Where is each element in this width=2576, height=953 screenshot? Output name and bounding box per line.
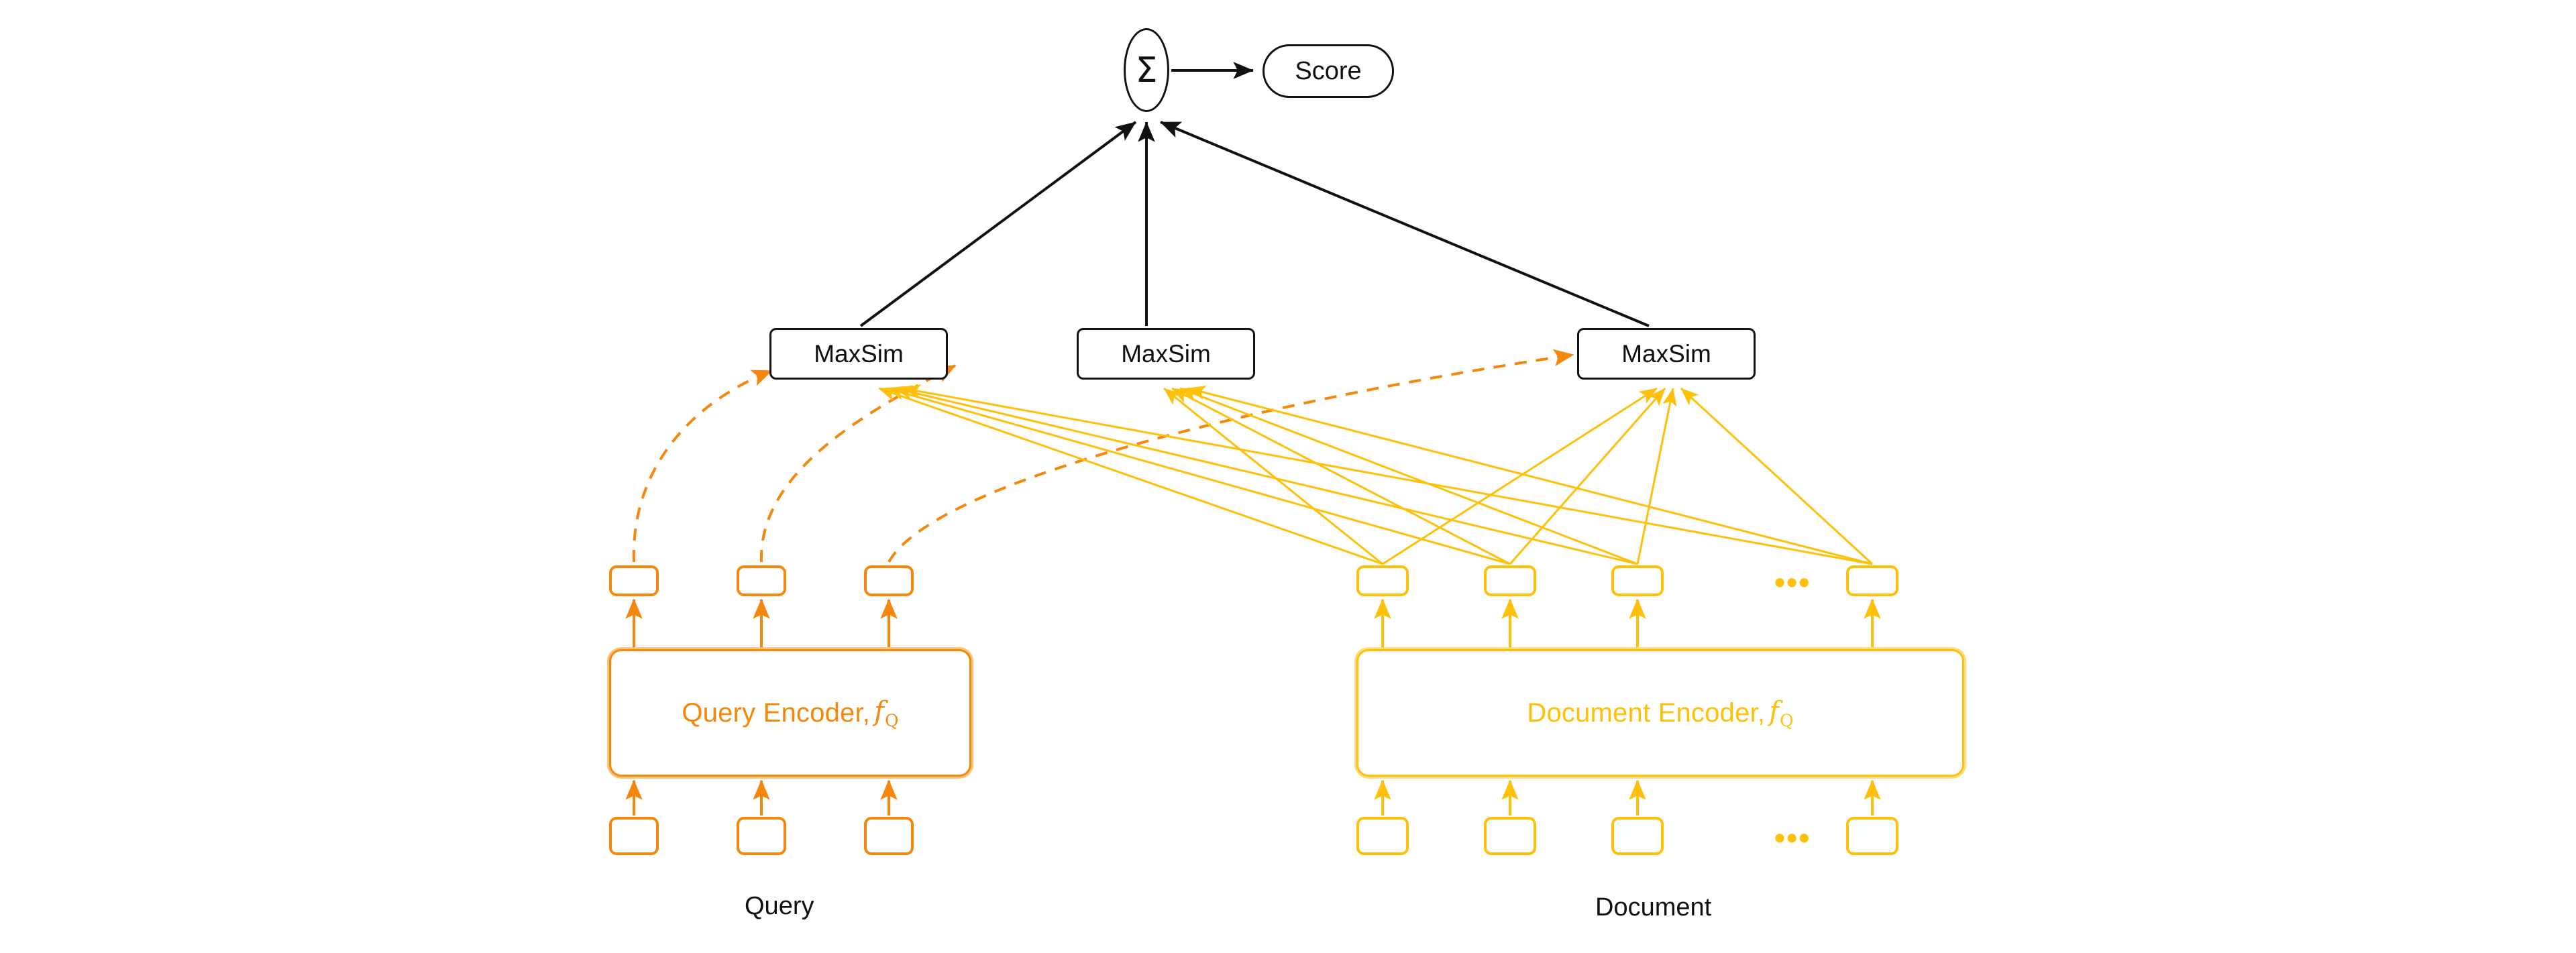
sigma-icon: Σ bbox=[1135, 50, 1158, 91]
edges-query-token-to-encoder bbox=[625, 779, 898, 816]
query-token-3 bbox=[864, 817, 914, 855]
document-token-4 bbox=[1846, 817, 1898, 855]
score-output-node: Score bbox=[1263, 44, 1394, 98]
maxsim-box-3: MaxSim bbox=[1577, 328, 1756, 380]
query-encoder-block: Query Encoder, fQ bbox=[609, 649, 971, 777]
document-token-1 bbox=[1356, 817, 1409, 855]
document-token-3 bbox=[1611, 817, 1664, 855]
edges-doc-token-to-encoder bbox=[1374, 779, 1881, 816]
query-embedding-1 bbox=[609, 565, 659, 596]
document-embedding-1 bbox=[1356, 565, 1409, 596]
maxsim-box-1: MaxSim bbox=[769, 328, 948, 380]
edges-maxsim-to-sum bbox=[859, 121, 1650, 327]
query-token-2 bbox=[737, 817, 786, 855]
sum-aggregator-node: Σ bbox=[1124, 28, 1169, 112]
edges-query-emb-to-maxsim bbox=[632, 349, 1574, 563]
query-encoder-label: Query Encoder, bbox=[682, 697, 871, 728]
document-embedding-3 bbox=[1611, 565, 1664, 596]
edges-query-encoder-to-emb bbox=[625, 598, 898, 648]
edges-doc-encoder-to-emb bbox=[1374, 598, 1881, 648]
document-encoder-label: Document Encoder, bbox=[1527, 697, 1766, 728]
document-token-ellipsis: ••• bbox=[1774, 820, 1811, 855]
document-token-2 bbox=[1484, 817, 1536, 855]
query-encoder-function-subscript: Q bbox=[885, 710, 899, 730]
query-token-1 bbox=[609, 817, 659, 855]
query-encoder-function-symbol: fQ bbox=[874, 695, 899, 730]
edges-doc-emb-to-maxsim bbox=[878, 384, 1874, 565]
query-embedding-3 bbox=[864, 565, 914, 596]
document-embedding-ellipsis: ••• bbox=[1774, 565, 1811, 600]
document-encoder-block: Document Encoder, fQ bbox=[1356, 649, 1964, 777]
document-encoder-function-symbol: fQ bbox=[1769, 695, 1794, 730]
query-caption: Query bbox=[745, 892, 814, 920]
document-encoder-function-subscript: Q bbox=[1780, 710, 1794, 730]
document-embedding-2 bbox=[1484, 565, 1536, 596]
document-caption: Document bbox=[1595, 893, 1712, 921]
query-embedding-2 bbox=[737, 565, 786, 596]
document-embedding-4 bbox=[1846, 565, 1898, 596]
maxsim-box-2: MaxSim bbox=[1077, 328, 1255, 380]
